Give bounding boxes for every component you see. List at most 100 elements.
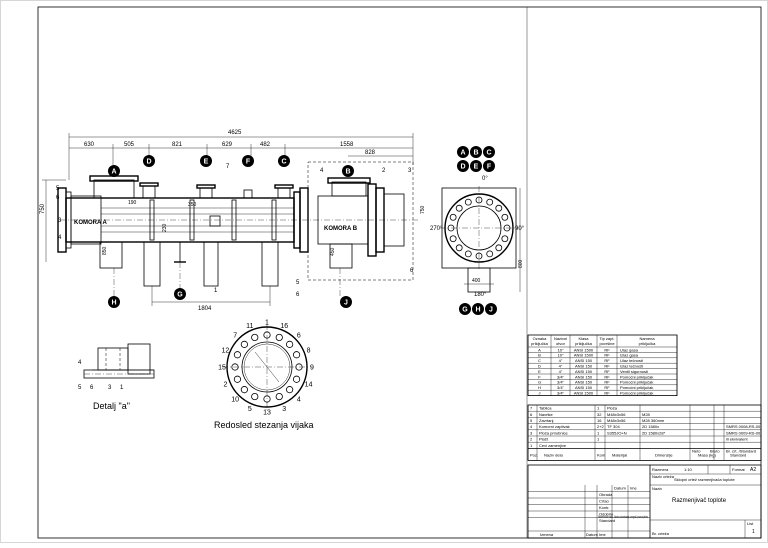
sequence-bolt [263, 331, 271, 339]
svg-text:D: D [146, 159, 151, 166]
detail-label-1: 1 [120, 385, 124, 391]
conn-cell: ANSI 150 [575, 385, 593, 390]
conn-cell: 3/4" [557, 385, 565, 390]
conn-cell: E [538, 369, 541, 374]
sequence-bolt [292, 375, 301, 383]
part-cell: 1 [530, 443, 533, 448]
conn-cell: Pomoćni priključak [620, 385, 653, 390]
svg-text:E: E [474, 164, 479, 171]
part-cell: Ploča prirubnice [539, 430, 568, 435]
conn-cell: ANSI 1500 [574, 347, 594, 352]
side-letter-d: D [457, 160, 469, 172]
part-3-left: 3 [58, 218, 62, 224]
letter-c-bubble: C [278, 155, 290, 167]
part-6-top: 6 [56, 195, 60, 201]
svg-text:G: G [177, 292, 183, 299]
drawing-frame [37, 6, 762, 539]
dim-seg-1: 630 [84, 142, 95, 148]
scale-label: Razmera [652, 467, 669, 472]
part-cell: Plašt [539, 437, 549, 442]
conn-cell: RF [604, 380, 610, 385]
parts-footer-extra: Br. crt. /Standard [726, 448, 756, 453]
bolt-hole [486, 250, 494, 258]
detail-label-4: 4 [78, 360, 82, 366]
dim-750-left: 750 [40, 203, 46, 214]
conn-header: Oznaka [533, 336, 548, 341]
detail-title: Detalj "a" [93, 401, 130, 411]
svg-text:G: G [462, 307, 468, 314]
bolt-hole [449, 235, 457, 243]
front-view: 4625 630 505 821 629 482 1558 828 KOMORA… [40, 130, 426, 312]
conn-cell: Ulaz tečnosti [620, 358, 643, 363]
scale-value: 1:10 [684, 467, 693, 472]
nozzle-b [331, 181, 367, 197]
sequence-bolt [263, 395, 271, 403]
bolt-hole [475, 252, 483, 260]
title-block: Razmera 1:10 Format A2 Naziv crteža Sklo… [527, 464, 762, 539]
part-6-bottom: 6 [296, 292, 300, 298]
sequence-bolt [286, 340, 294, 348]
part-5-top: 5 [56, 186, 60, 192]
conn-cell: C [538, 358, 541, 363]
sequence-bolt [292, 351, 301, 359]
tb-label: Crtao [599, 499, 610, 504]
side-support [467, 267, 491, 293]
part-4-left: 4 [58, 235, 62, 241]
part-cell: M28 [642, 412, 651, 417]
letter-b-bubble: B [342, 165, 354, 177]
svg-text:B: B [345, 169, 350, 176]
part-cell: M28 360mm [642, 418, 665, 423]
conn-cell: F [538, 374, 541, 379]
part-cell: Tablica [539, 406, 552, 411]
tb-label: Kontr. [599, 505, 609, 510]
part-cell: 6 [530, 412, 533, 417]
bolt-hole [486, 198, 494, 206]
dim-230: 230 [162, 223, 168, 232]
parts-footer: Poz. [530, 452, 538, 457]
letter-e-bubble: E [200, 155, 212, 167]
part-cell: 16 [597, 418, 602, 423]
inspection-window [209, 215, 221, 227]
conn-cell: 4" [559, 364, 563, 369]
part-cell: 5 [530, 418, 533, 423]
letter-h-bubble: H [108, 296, 120, 308]
bolt-hole [501, 213, 509, 221]
sequence-number: 8 [307, 347, 311, 354]
part-cell: Cevi zamenjive [539, 443, 567, 448]
part-cell: M48x3x56 [607, 418, 626, 423]
sequence-number: 14 [305, 382, 313, 389]
support-left [99, 241, 123, 269]
side-bolt-holes [447, 196, 511, 260]
sequence-number: 3 [282, 406, 286, 413]
sequence-number: 6 [297, 333, 301, 340]
dim-350: 350 [188, 202, 197, 208]
side-letter-f: F [483, 160, 495, 172]
conn-cell: J [539, 391, 541, 396]
nozzle-a [93, 179, 135, 199]
dim-seg-5: 482 [260, 142, 271, 148]
conn-cell: B [538, 353, 541, 358]
svg-text:C: C [281, 159, 286, 166]
parts-footer: Masa (kg) [698, 452, 716, 457]
svg-text:F: F [487, 164, 492, 171]
conn-cell: 10" [558, 353, 564, 358]
part-1: 1 [214, 288, 218, 294]
parts-footer: Kom [597, 452, 606, 457]
conn-cell: G [538, 380, 541, 385]
side-letter-c: C [483, 146, 495, 158]
conn-cell: 4" [559, 358, 563, 363]
conn-cell: H [538, 385, 541, 390]
dim-seg-4: 629 [222, 142, 233, 148]
sequence-bolt [251, 392, 259, 401]
dim-450: 450 [330, 247, 336, 256]
svg-text:H: H [111, 300, 116, 307]
part-cell: 1 [597, 406, 600, 411]
parts-footer-extra: Bruto [710, 448, 720, 453]
part-cell: 4 [530, 424, 533, 429]
tb-label: Ime [630, 486, 637, 491]
sequence-number: 7 [233, 333, 237, 340]
conn-cell: Izlaz gasa [620, 353, 639, 358]
part-cell: Komorni zaptivak [539, 424, 570, 429]
letter-a-bubble: A [108, 165, 120, 177]
